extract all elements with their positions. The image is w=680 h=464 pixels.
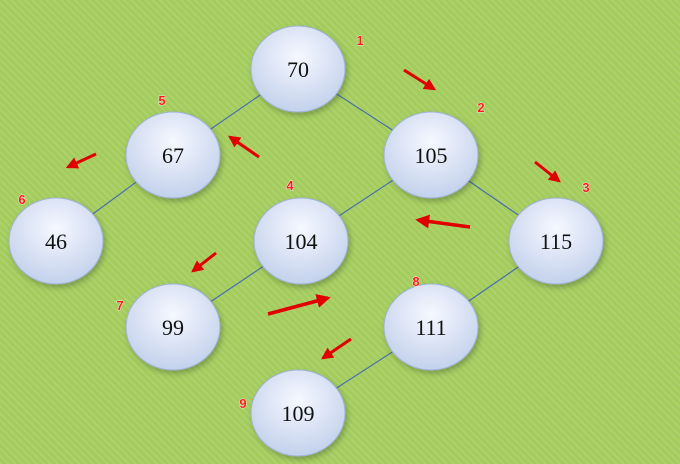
arrow-7-to-8	[267, 294, 331, 316]
node-value-label: 109	[282, 401, 315, 426]
tree-node-70: 70 1	[250, 25, 364, 113]
tree-node-67: 67 5	[125, 93, 221, 199]
node-circle	[383, 283, 479, 371]
node-value-label: 70	[287, 57, 309, 82]
node-value-label: 104	[285, 229, 318, 254]
visit-order-label: 4	[286, 178, 294, 193]
node-circle	[253, 197, 349, 285]
arrow-2-to-3	[534, 160, 561, 183]
arrow-5-to-6	[65, 152, 97, 169]
tree-node-46: 46 6	[8, 192, 104, 285]
tree-node-109: 109 9	[239, 369, 346, 457]
arrow-4-to-5	[228, 135, 260, 159]
visit-order-label: 9	[239, 396, 246, 411]
visit-order-label: 5	[158, 93, 165, 108]
arrow-3-to-4	[415, 214, 471, 229]
arrow-to-7	[191, 251, 217, 273]
visit-order-label: 1	[356, 33, 363, 48]
visit-order-label: 6	[18, 192, 25, 207]
node-circle	[125, 283, 221, 371]
node-value-label: 115	[540, 229, 572, 254]
node-value-label: 67	[162, 143, 184, 168]
node-value-label: 105	[415, 143, 448, 168]
node-circle	[250, 25, 346, 113]
visit-order-label: 2	[477, 100, 484, 115]
node-circle	[383, 111, 479, 199]
traversal-arrows	[65, 68, 561, 360]
node-circle	[125, 111, 221, 199]
visit-order-label: 3	[582, 180, 589, 195]
tree-node-115: 115 3	[508, 180, 604, 285]
tree-node-111: 111 8	[383, 274, 479, 371]
arrow-8-to-9	[321, 337, 352, 360]
node-value-label: 111	[415, 315, 446, 340]
nodes: 70 1 105 2 115 3 104 4 67 5 46 6 99 7 111 8 109 9	[8, 25, 604, 457]
node-circle	[8, 197, 104, 285]
node-circle	[508, 197, 604, 285]
visit-order-label: 8	[412, 274, 419, 289]
node-value-label: 46	[45, 229, 67, 254]
tree-node-99: 99 7	[116, 283, 221, 371]
node-circle	[250, 369, 346, 457]
node-value-label: 99	[162, 315, 184, 340]
visit-order-label: 7	[116, 298, 123, 313]
arrow-1-to-2	[403, 68, 437, 91]
tree-node-104: 104 4	[253, 178, 349, 285]
tree-node-105: 105 2	[383, 100, 485, 199]
